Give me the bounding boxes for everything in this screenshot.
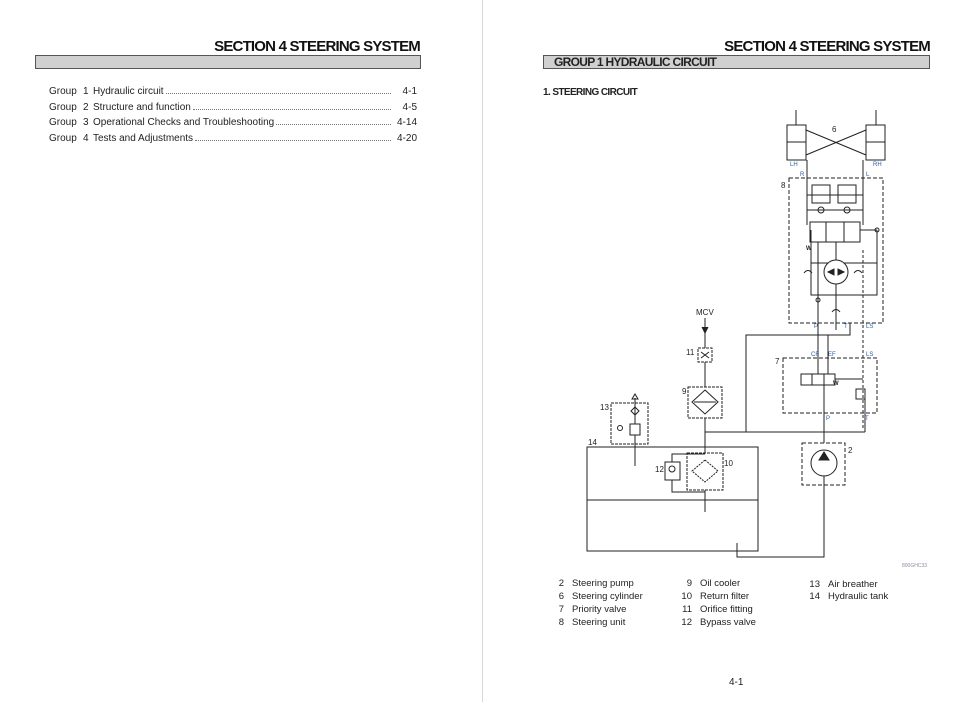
- toc-group: Group: [49, 86, 77, 97]
- label-cf: CF: [811, 352, 819, 358]
- page-number: 4-1: [729, 677, 744, 688]
- label-p: P: [814, 324, 818, 330]
- label-11: 11: [686, 348, 695, 357]
- priority-spool: [800, 373, 836, 386]
- label-9: 9: [682, 387, 687, 396]
- label-13: 13: [600, 403, 609, 412]
- label-w: W: [833, 381, 839, 387]
- hydraulic-tank: [586, 446, 759, 552]
- steering-cylinder-lh: [786, 110, 807, 161]
- label-mcv: MCV: [696, 308, 714, 317]
- label-6: 6: [832, 125, 837, 134]
- toc-leader: [192, 109, 391, 110]
- steering-valve-block: [809, 221, 861, 243]
- label-10: 10: [724, 459, 733, 468]
- toc-num: 1: [83, 86, 89, 97]
- page-divider: [482, 0, 483, 702]
- toc-entry[interactable]: Group 3 Operational Checks and Troublesho…: [49, 117, 417, 131]
- bypass-valve: [664, 461, 681, 481]
- section-title: SECTION 4 STEERING SYSTEM: [214, 38, 421, 55]
- label-p: P: [826, 416, 830, 422]
- toc-num: 3: [83, 117, 89, 128]
- toc-page: 4-5: [402, 102, 417, 113]
- air-breather: [610, 402, 649, 445]
- toc-entry[interactable]: Group 2 Structure and function 4-5: [49, 102, 417, 116]
- label-7: 7: [775, 357, 780, 366]
- toc-group: Group: [49, 102, 77, 113]
- toc-page: 4-20: [396, 133, 417, 144]
- subsection-title: 1. STEERING CIRCUIT: [543, 87, 638, 98]
- toc-group: Group: [49, 117, 77, 128]
- label-l: L: [866, 172, 870, 178]
- label-ls: LS: [866, 324, 873, 330]
- group-title: GROUP 1 HYDRAULIC CIRCUIT: [554, 55, 717, 69]
- toc-leader: [165, 93, 391, 94]
- group-bar: GROUP 1 HYDRAULIC CIRCUIT: [543, 55, 930, 69]
- toc-page: 4-14: [396, 117, 417, 128]
- steering-pump-box: [801, 442, 846, 486]
- image-code: 800GHC33: [902, 563, 927, 569]
- label-t: T: [865, 416, 869, 422]
- label-2: 2: [848, 446, 853, 455]
- label-ls: LS: [866, 352, 873, 358]
- toc-leader: [276, 124, 391, 125]
- toc-title: Tests and Adjustments: [93, 133, 194, 144]
- section-bar: [35, 55, 421, 69]
- label-12: 12: [655, 465, 664, 474]
- label-r: R: [800, 172, 805, 178]
- label-lh: LH: [790, 162, 798, 168]
- return-filter: [686, 452, 724, 491]
- toc-entry[interactable]: Group 4 Tests and Adjustments 4-20: [49, 133, 417, 147]
- label-t: T: [844, 324, 848, 330]
- priority-valve-box: [782, 357, 878, 414]
- toc-title: Structure and function: [93, 102, 191, 113]
- label-8: 8: [781, 181, 786, 190]
- toc-num: 2: [83, 102, 89, 113]
- section-title: SECTION 4 STEERING SYSTEM: [724, 38, 931, 55]
- toc-title: Operational Checks and Troubleshooting: [93, 117, 275, 128]
- label-rh: RH: [873, 162, 882, 168]
- label-w: W: [806, 246, 812, 252]
- steering-cylinder-rh: [865, 110, 886, 161]
- label-14: 14: [588, 438, 597, 447]
- label-ef: EF: [828, 352, 836, 358]
- toc-num: 4: [83, 133, 89, 144]
- toc-page: 4-1: [402, 86, 417, 97]
- toc-title: Hydraulic circuit: [93, 86, 164, 97]
- toc-group: Group: [49, 133, 77, 144]
- toc-leader: [195, 140, 391, 141]
- toc-entry[interactable]: Group 1 Hydraulic circuit 4-1: [49, 86, 417, 100]
